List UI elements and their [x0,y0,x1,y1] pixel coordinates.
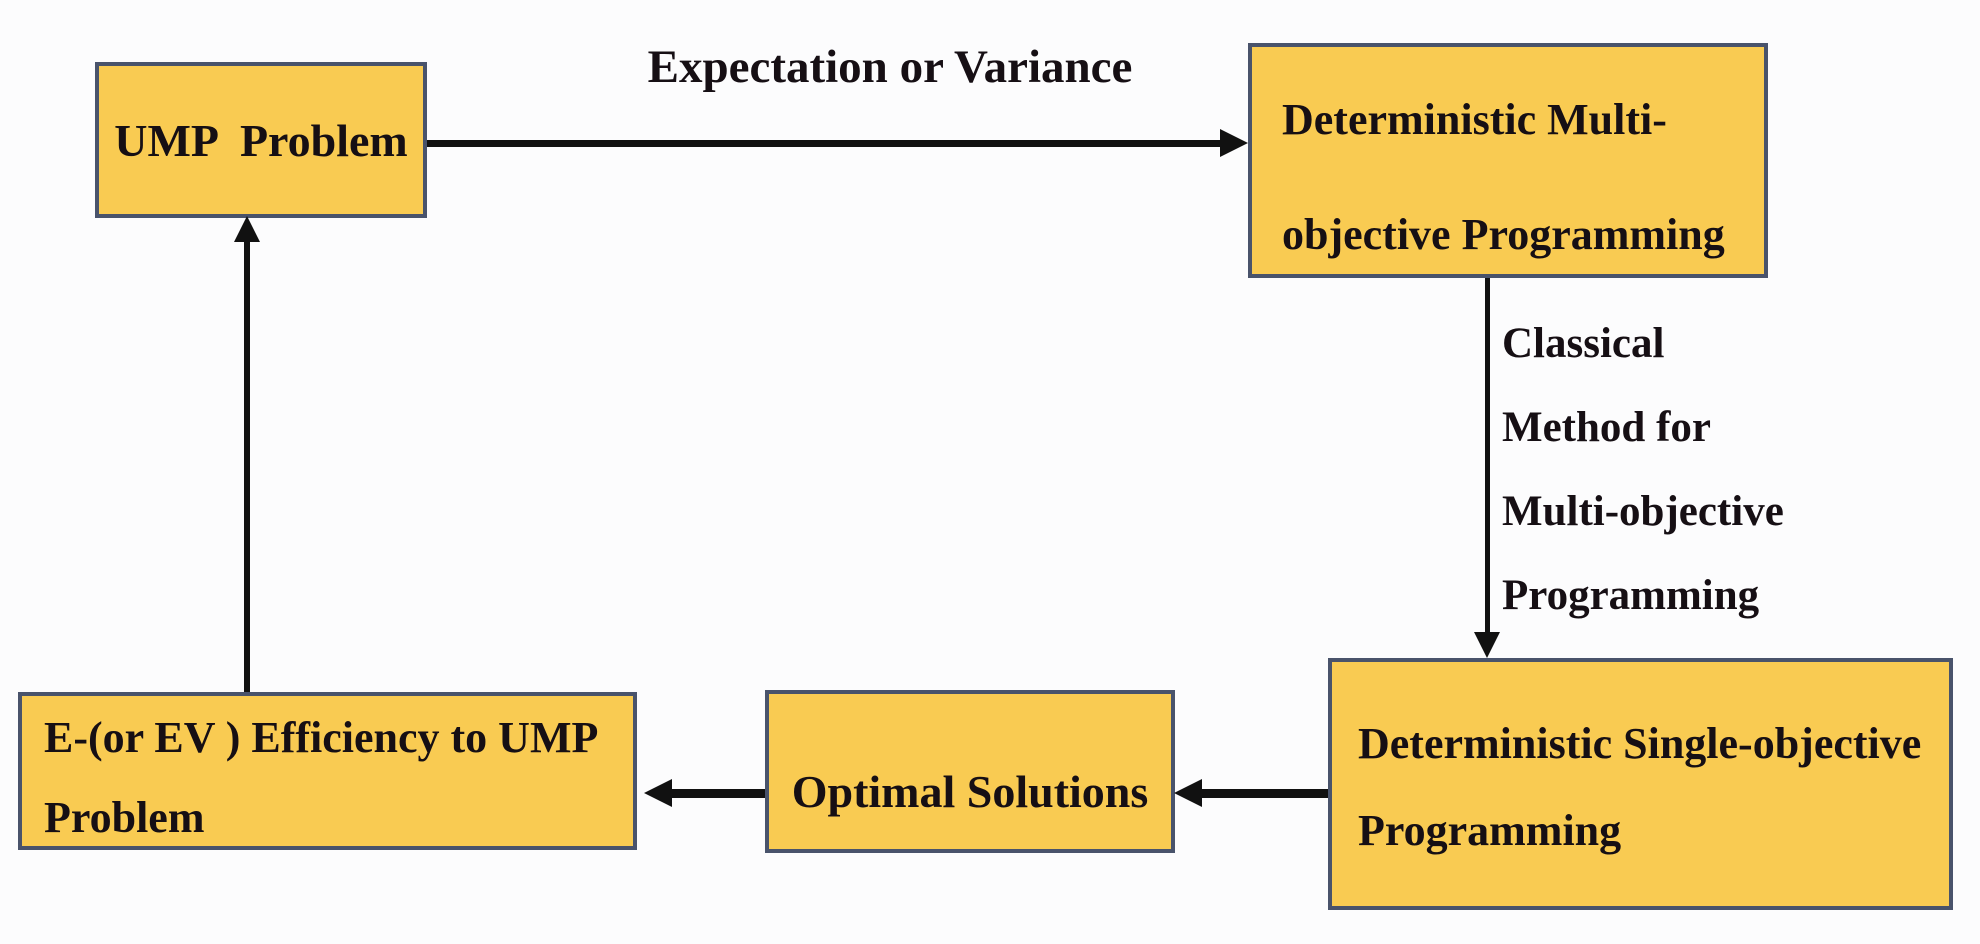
node-single-label-line1: Deterministic Single-objective [1358,719,1922,768]
node-ump-problem-label: UMP Problem [114,114,408,166]
node-optimal-label: Optimal Solutions [791,766,1149,817]
edge-label-classical-line2: Method for [1502,404,1711,451]
edge-label-classical-method: Classical Method for Multi-objective Pro… [1502,302,1784,638]
node-deterministic-multi-objective: Deterministic Multi- objective Programmi… [1248,43,1768,278]
arrow-ump-to-multi-line [427,140,1222,147]
arrow-single-to-optimal-head-icon [1174,779,1202,807]
node-ump-problem: UMP Problem [95,62,427,218]
node-deterministic-single-objective: Deterministic Single-objective Programmi… [1328,658,1953,910]
node-ev-label-line1: E-(or EV ) Efficiency to UMP [44,713,599,762]
arrow-optimal-to-ev-line [670,789,765,798]
node-optimal-solutions: Optimal Solutions [765,690,1175,853]
edge-label-classical-line1: Classical [1502,320,1665,367]
arrow-multi-to-single-line [1485,278,1490,634]
node-ev-efficiency: E-(or EV ) Efficiency to UMP Problem [18,692,637,850]
arrow-ev-to-ump-line [244,240,250,692]
arrow-ev-to-ump-head-icon [234,216,260,242]
arrow-optimal-to-ev-head-icon [644,779,672,807]
node-multi-label-line1: Deterministic Multi- [1282,95,1667,144]
arrow-multi-to-single-head-icon [1474,632,1500,658]
node-single-label-line2: Programming [1358,806,1622,855]
node-multi-label-line2: objective Programming [1282,210,1725,259]
node-ev-label-line2: Problem [44,793,205,842]
edge-label-classical-line4: Programming [1502,572,1760,619]
arrow-ump-to-multi-head-icon [1220,129,1248,157]
arrow-single-to-optimal-line [1200,789,1328,798]
edge-label-classical-line3: Multi-objective [1502,488,1784,535]
edge-label-expectation-or-variance: Expectation or Variance [647,41,1133,93]
